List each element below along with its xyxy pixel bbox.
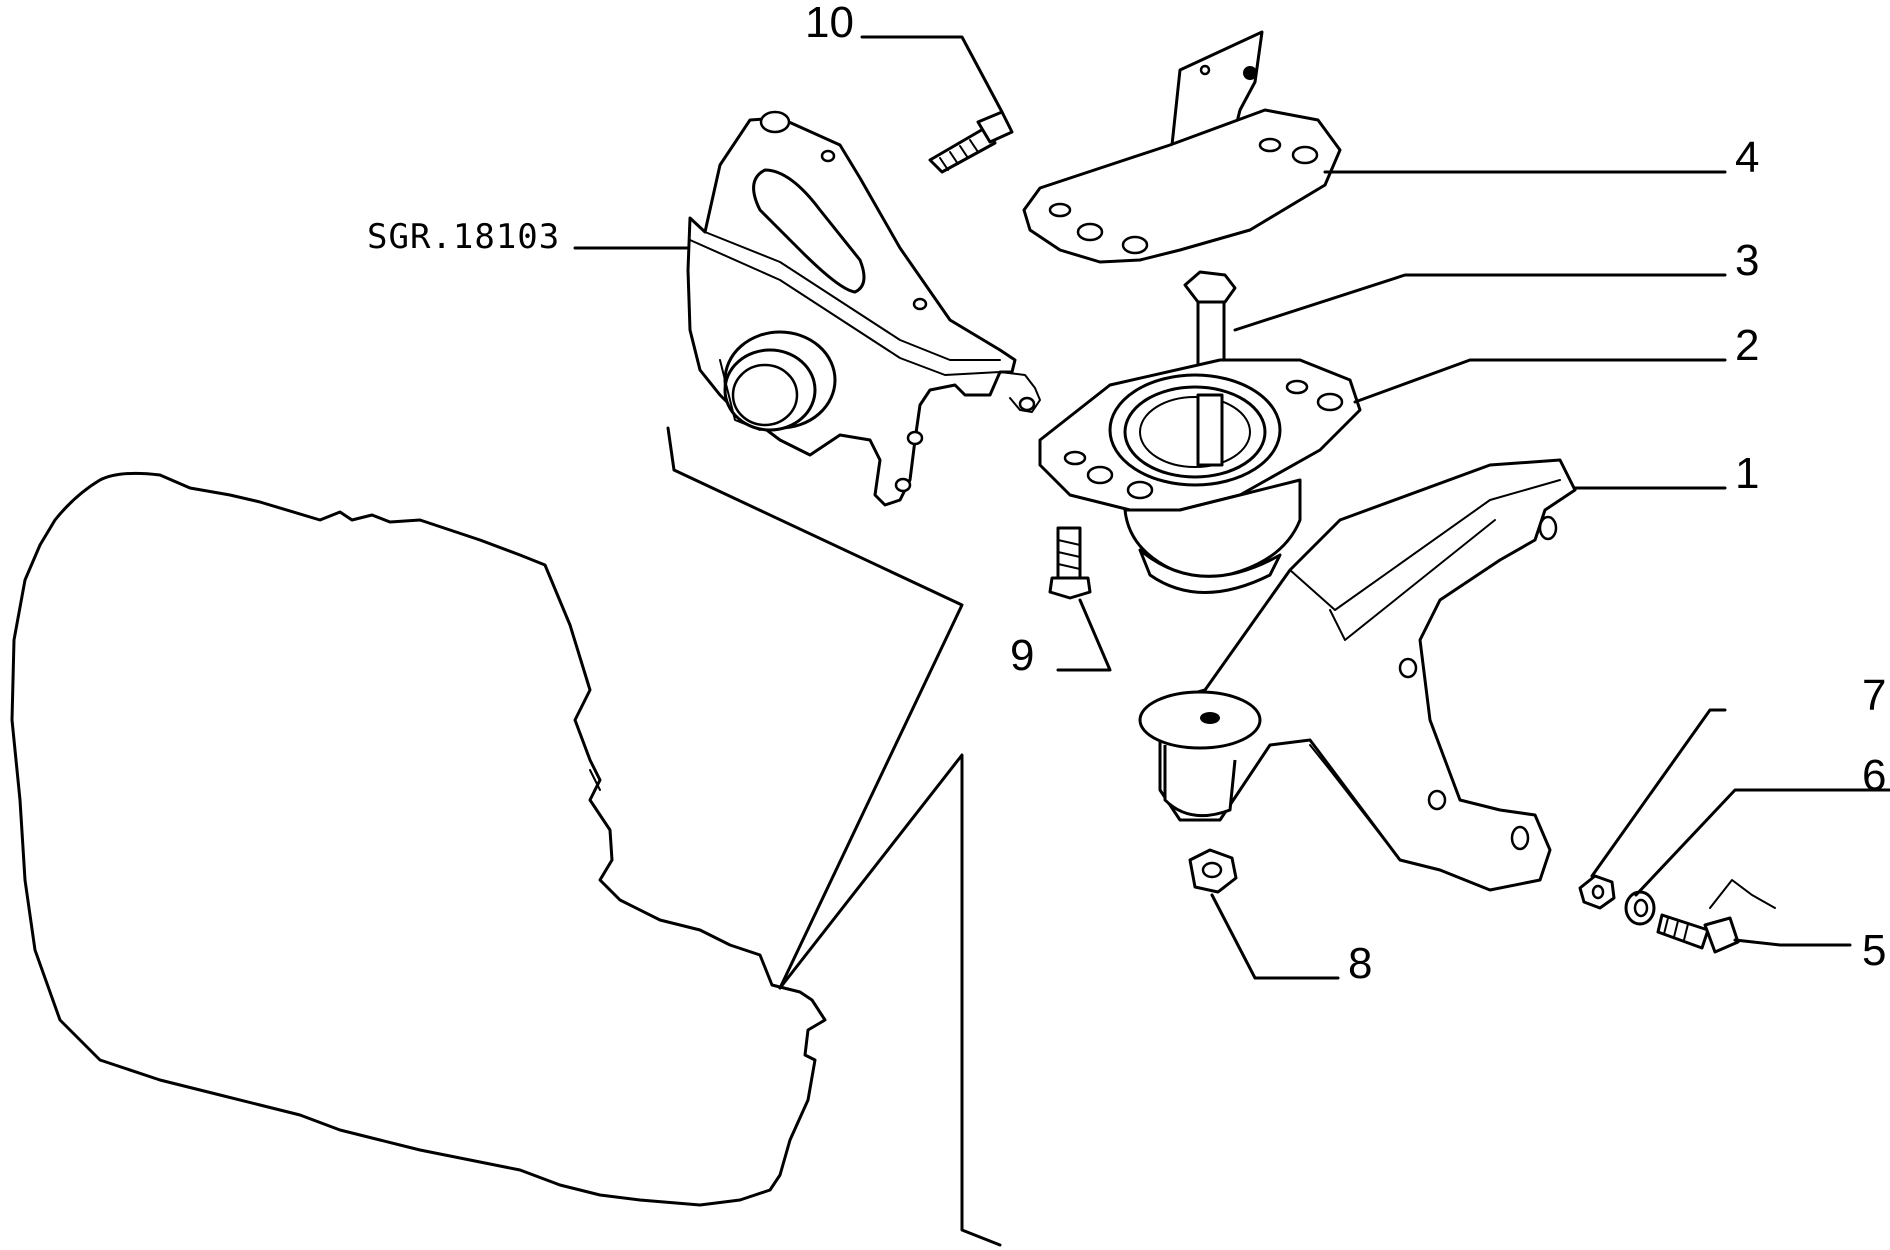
bracket-rod [666, 426, 1002, 1247]
gearbox-outline [10, 471, 827, 1207]
part-4-upper-plate [1022, 30, 1342, 264]
part-10-screw [928, 110, 1014, 174]
part-9-stud [1048, 526, 1092, 600]
part-7-nut [1578, 874, 1616, 910]
callout-5: 5 [1862, 926, 1886, 975]
callout-2: 2 [1735, 321, 1759, 370]
callout-9: 9 [1010, 631, 1034, 680]
callout-labels: SGR.18103 10 4 3 2 1 9 7 6 5 8 [367, 0, 1886, 988]
callout-10: 10 [805, 0, 854, 47]
reference-label: SGR.18103 [367, 217, 560, 257]
part-5-bolt [1656, 879, 1776, 954]
callout-6: 6 [1862, 751, 1886, 800]
gearbox-support-bracket [686, 110, 1041, 507]
callout-3: 3 [1735, 236, 1759, 285]
part-1-support-arm [1138, 458, 1577, 892]
callout-4: 4 [1735, 133, 1759, 182]
callout-8: 8 [1348, 939, 1372, 988]
part-2-rubber-mount [1038, 358, 1362, 594]
part-8-nut [1188, 848, 1238, 894]
callout-7: 7 [1862, 671, 1886, 720]
callout-1: 1 [1735, 449, 1759, 498]
part-6-washer [1624, 890, 1656, 926]
leader-lines [573, 35, 1890, 980]
